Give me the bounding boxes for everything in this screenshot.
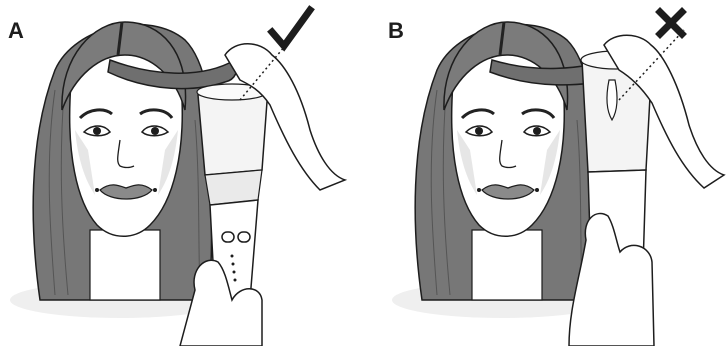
panel-a: A	[0, 0, 364, 346]
button-right-icon	[238, 232, 250, 242]
illustration-b	[364, 0, 728, 346]
panel-label-a: A	[8, 18, 24, 44]
button-left-icon	[222, 232, 234, 242]
cross-mark-icon	[660, 12, 682, 34]
check-mark-icon	[272, 10, 310, 46]
neck	[472, 230, 542, 300]
panel-label-b: B	[388, 18, 404, 44]
panel-b: B	[364, 0, 728, 346]
neck	[90, 230, 160, 300]
illustration-a	[0, 0, 364, 346]
